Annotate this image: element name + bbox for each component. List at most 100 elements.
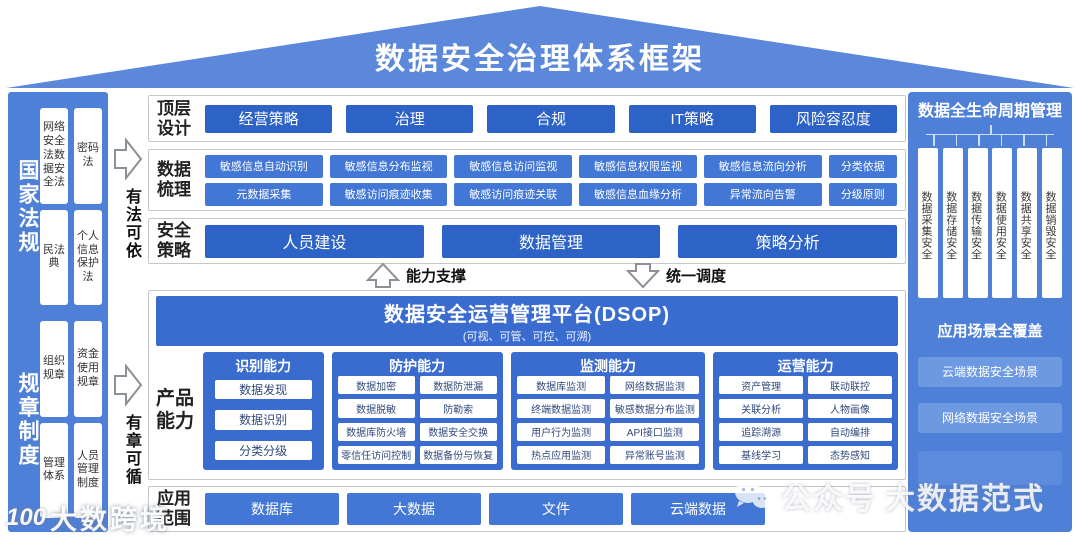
rule-basis-label: 有章可循 [123,414,140,486]
data-combing-row: 数据梳理 敏感信息自动识别敏感信息分布监视敏感信息访问监视敏感信息权限监视敏感信… [148,149,906,211]
capability-item: 自动编排 [808,422,892,441]
security-policy-label: 安全策略 [157,221,191,260]
scene-button-obscured [918,450,1062,485]
data-combing-item: 敏感信息访问监视 [454,154,573,178]
product-capability-label: 产品能力 [156,388,195,432]
protect-items: 数据加密数据防泄漏数据脱敏防勒索数据库防火墙数据安全交换零信任访问控制数据备份与… [337,376,497,464]
capability-item: 终端数据监测 [516,399,606,418]
data-combing-item: 分级原则 [828,182,898,206]
law-box: 密码法 [74,108,102,204]
capability-item: 敏感数据分布监测 [610,399,700,418]
capability-item: 网络数据监测 [610,376,700,395]
law-box: 个人信息保护法 [74,209,102,305]
scenes-title: 应用场景全覆盖 [937,322,1043,340]
security-policy-items: 人员建设数据管理策略分析 [205,224,898,258]
capability-item: 数据防泄漏 [419,376,497,395]
scene-button: 网络数据安全场景 [918,402,1062,433]
scene-button: 云端数据安全场景 [918,356,1062,387]
capability-item: 分类分级 [214,440,312,460]
regulation-box: 组织规章 [40,321,68,417]
capability-item: 数据备份与恢复 [419,445,497,464]
security-policy-row: 安全策略 人员建设数据管理策略分析 [148,218,906,264]
lifecycle-title: 数据全生命周期管理 [918,103,1063,120]
left-arrows-column: 有法可依 有章可循 [109,92,147,532]
capability-item: 关联分析 [719,399,804,418]
security-policy-item: 策略分析 [678,224,898,258]
operations-capability-title: 运营能力 [777,358,834,374]
application-scope-items: 数据库大数据文件云端数据 [205,493,897,525]
identify-capability-column: 识别能力 数据发现数据识别分类分级 [202,352,324,470]
dsop-header: 数据安全运营管理平台(DSOP) (可视、可管、可控、可溯) [156,296,898,346]
capability-item: 零信任访问控制 [337,445,415,464]
capability-item: 数据安全交换 [419,422,497,441]
dsop-platform-container: 数据安全运营管理平台(DSOP) (可视、可管、可控、可溯) 产品能力 识别能力… [148,290,906,480]
tree-connector [926,124,1054,147]
application-scope-item: 文件 [489,493,623,525]
regulation-box: 管理体系 [40,422,68,518]
identify-capability-title: 识别能力 [235,358,292,374]
down-arrow-icon [626,263,660,289]
capability-item: 热点应用监测 [516,445,606,464]
lifecycle-bars: 数据采集安全数据存储安全数据传输安全数据使用安全数据共享安全数据销毁安全 [918,147,1062,298]
data-combing-item: 异常流向告警 [703,182,822,206]
unified-dispatch-label: 统一调度 [666,268,727,285]
dsop-title: 数据安全运营管理平台(DSOP) [384,304,670,326]
application-scope-label: 应用范围 [157,489,191,528]
lifecycle-bar: 数据存储安全 [942,147,963,298]
top-design-label: 顶层设计 [157,98,191,138]
watermark-account-name: 大数据范式 [885,483,1045,516]
data-combing-item: 敏感信息分布监视 [329,154,448,178]
capability-item: 资产管理 [719,376,804,395]
monitor-capability-title: 监测能力 [579,358,636,374]
regulation-box: 资金使用规章 [74,321,102,417]
security-policy-item: 数据管理 [441,224,661,258]
law-basis-label: 有法可依 [123,188,140,260]
regulations-label: 规章制度 [16,371,39,468]
dsop-subtitle: (可视、可管、可控、可溯) [462,331,592,343]
lifecycle-bar: 数据使用安全 [992,147,1013,298]
data-combing-row2: 元数据采集敏感访问痕迹收集敏感访问痕迹关联敏感信息血缘分析异常流向告警分级原则 [205,182,898,206]
application-scope-item: 数据库 [205,493,339,525]
capability-item: 人物画像 [808,399,892,418]
wechat-icon [735,481,772,511]
flow-arrows: 能力支撑 统一调度 [148,262,906,289]
capability-item: 数据库监测 [516,376,606,395]
identify-items: 数据发现数据识别分类分级 [209,376,318,464]
operations-items: 资产管理联动联控关联分析人物画像追踪溯源自动编排基线学习态势感知 [719,376,892,464]
lifecycle-bar: 数据销毁安全 [1041,147,1062,298]
top-design-item: 风险容忍度 [769,104,898,133]
data-combing-row1: 敏感信息自动识别敏感信息分布监视敏感信息访问监视敏感信息权限监视敏感信息流向分析… [205,154,898,178]
watermark-logo: 100 [6,503,47,531]
national-laws-label: 国家法规 [16,158,39,255]
data-combing-item: 敏感信息血缘分析 [579,182,697,206]
lifecycle-bar: 数据传输安全 [967,147,988,298]
data-combing-item: 敏感信息自动识别 [205,154,323,178]
capability-item: 防勒索 [419,399,497,418]
protect-capability-title: 防护能力 [389,358,446,374]
data-combing-item: 分类依据 [828,154,898,178]
lifecycle-bar: 数据共享安全 [1017,147,1038,298]
regulation-box: 人员管理制度 [74,422,102,518]
capability-item: 基线学习 [719,445,804,464]
data-combing-item: 敏感访问痕迹收集 [329,182,448,206]
top-design-item: 经营策略 [205,104,333,133]
data-combing-item: 敏感信息流向分析 [703,154,822,178]
capability-item: 数据发现 [214,380,312,400]
page-title: 数据安全治理体系框架 [375,43,705,76]
watermark-account-prefix: 公众号 [781,483,877,516]
capability-item: 用户行为监测 [516,422,606,441]
national-laws-section: 国家法规 网络安全法数据安全法 密码法 民法典 个人信息保护法 [14,108,102,305]
data-combing-label: 数据梳理 [157,160,191,199]
top-design-item: 合规 [487,104,615,133]
capability-item: 数据识别 [214,410,312,430]
law-box: 网络安全法数据安全法 [40,108,68,204]
watermark-bottom-right: 公众号 大数据范式 [733,474,1045,518]
top-design-item: 治理 [346,104,474,133]
watermark-bottom-left: 100 大数跨境 [6,498,170,537]
capability-item: 态势感知 [808,445,892,464]
protect-capability-column: 防护能力 数据加密数据防泄漏数据脱敏防勒索数据库防火墙数据安全交换零信任访问控制… [331,352,503,470]
capability-item: 联动联控 [808,376,892,395]
capability-item: 追踪溯源 [719,422,804,441]
